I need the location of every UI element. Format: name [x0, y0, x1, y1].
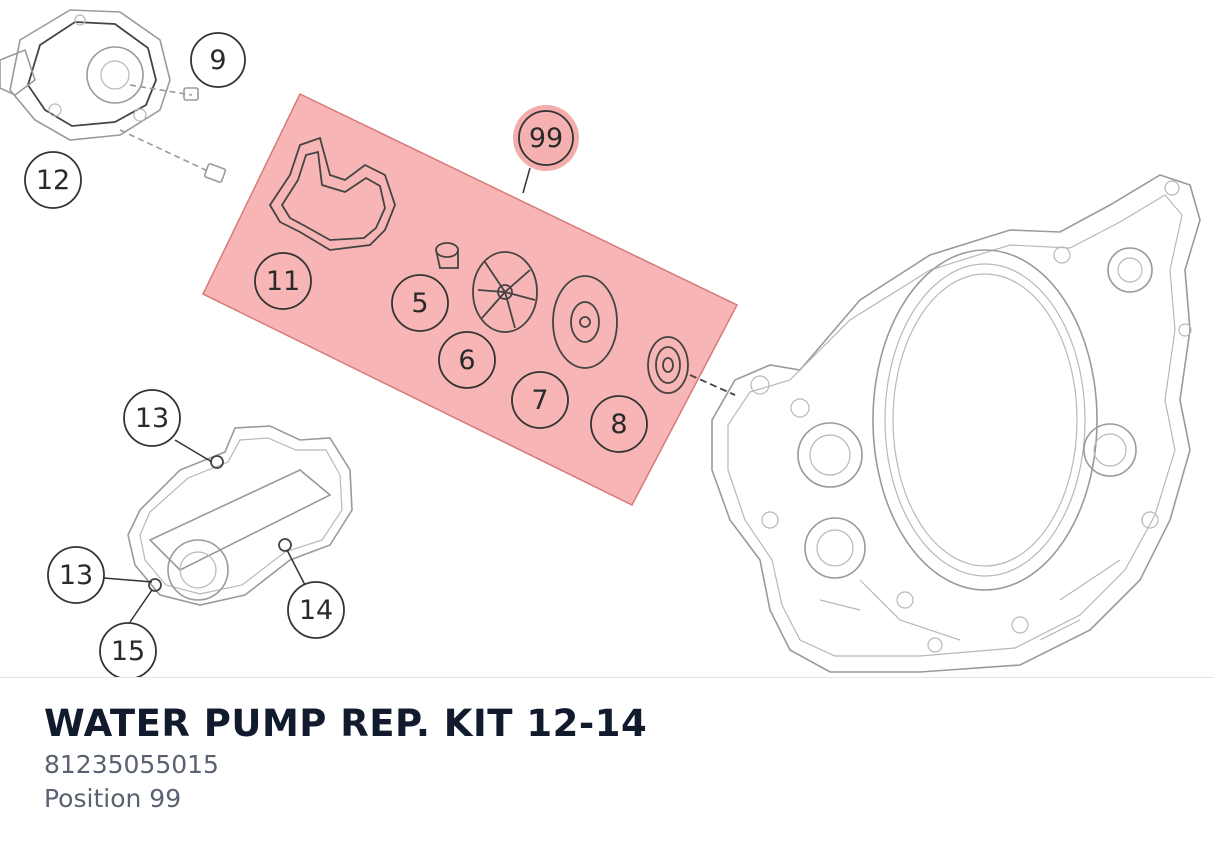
svg-text:8: 8	[610, 409, 627, 440]
water-pump-housing-drawing	[127, 425, 353, 606]
position-label: Position 99	[44, 784, 182, 813]
svg-text:15: 15	[111, 636, 145, 667]
callout-8[interactable]: 8	[590, 395, 648, 453]
product-info: WATER PUMP REP. KIT 12-14 81235055015 Po…	[44, 700, 647, 816]
callout-12[interactable]: 12	[24, 151, 82, 209]
callout-6[interactable]: 6	[438, 331, 496, 389]
svg-text:9: 9	[209, 45, 226, 76]
clutch-cover-drawing	[711, 174, 1201, 673]
divider	[0, 677, 1214, 678]
svg-text:7: 7	[531, 385, 548, 416]
svg-text:12: 12	[36, 165, 70, 196]
product-title: WATER PUMP REP. KIT 12-14	[44, 702, 648, 745]
callout-7[interactable]: 7	[511, 371, 569, 429]
repair-kit-highlight[interactable]	[201, 92, 739, 506]
callout-14[interactable]: 14	[287, 581, 345, 639]
svg-text:14: 14	[299, 595, 333, 626]
gasket-drawing	[268, 136, 396, 251]
callout-99[interactable]: 99	[513, 105, 579, 171]
impeller-drawing	[472, 251, 538, 333]
water-pump-cover-drawing	[0, 9, 227, 183]
svg-text:5: 5	[411, 288, 428, 319]
callout-5[interactable]: 5	[391, 274, 449, 332]
callout-11[interactable]: 11	[254, 252, 312, 310]
svg-text:6: 6	[458, 345, 475, 376]
part-number: 81235055015	[44, 750, 219, 779]
callout-9[interactable]: 9	[190, 32, 246, 88]
svg-text:13: 13	[135, 403, 169, 434]
shaft-seal-drawing	[647, 336, 689, 394]
svg-text:13: 13	[59, 560, 93, 591]
callout-13-top[interactable]: 13	[123, 389, 181, 447]
exploded-parts-diagram: 9 12 99 11 5 6 7 8 13 13 14 15	[0, 9, 1201, 678]
callout-13-bottom[interactable]: 13	[47, 546, 105, 604]
seal-disc-drawing	[552, 275, 618, 369]
svg-text:11: 11	[266, 266, 300, 297]
svg-text:99: 99	[529, 123, 563, 154]
bushing-drawing	[435, 242, 459, 269]
callout-15[interactable]: 15	[99, 622, 157, 678]
